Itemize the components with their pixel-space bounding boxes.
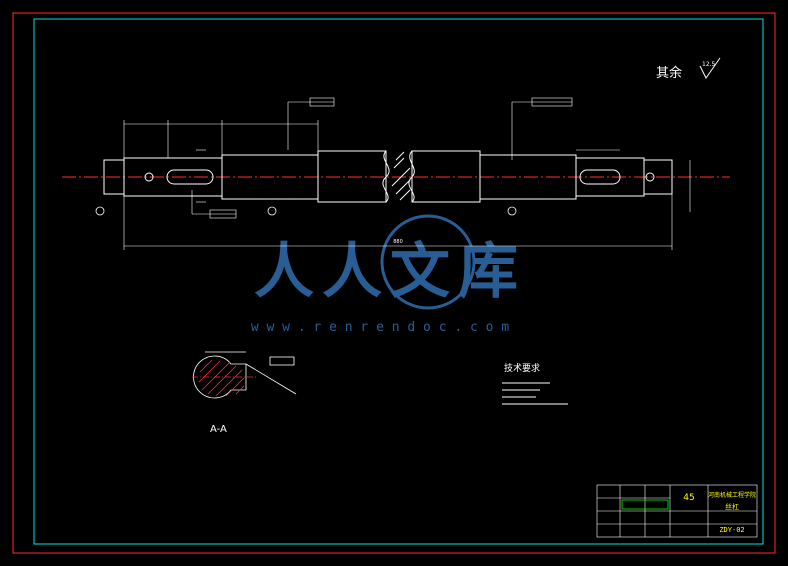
break-left	[382, 150, 390, 203]
tech-title: 技术要求	[504, 362, 540, 374]
section-label: A-A	[210, 424, 227, 435]
roughness-symbol	[699, 57, 721, 79]
section-shape	[193, 355, 247, 399]
outer-frame	[12, 12, 776, 554]
title-green-cell	[621, 499, 669, 510]
tolerance-frames	[209, 97, 573, 219]
title-drawing-no: ZDY-02	[719, 526, 744, 534]
watermark-url: w w w . r e n r e n d o c . c o m	[251, 320, 509, 335]
section-hatch	[198, 359, 245, 397]
title-material: 45	[683, 493, 694, 503]
center-hole-left	[144, 172, 154, 182]
section-leader	[245, 363, 297, 395]
section-view	[192, 351, 297, 399]
keyway-right	[579, 169, 621, 185]
center-hole-right	[645, 172, 655, 182]
tol-frame-2	[531, 97, 573, 107]
title-part-name: 丝杠	[725, 502, 739, 511]
datum-c	[507, 206, 517, 216]
keyway-left	[166, 169, 214, 185]
watermark-circle	[380, 214, 476, 310]
watermark: 人人文库 w w w . r e n r e n d o c . c o m	[251, 214, 526, 335]
watermark-logo-text: 人人文库	[254, 237, 526, 307]
tech-lines	[502, 382, 568, 405]
overall-length-label: 880	[393, 239, 403, 245]
break-hatch	[391, 151, 411, 201]
title-block	[596, 484, 758, 538]
datum-a	[95, 206, 105, 216]
roughness-note: 其余	[656, 65, 682, 81]
dimension-lines	[123, 101, 691, 250]
datum-b	[267, 206, 277, 216]
section-tol-frame	[269, 356, 295, 366]
shaft-step-8	[643, 159, 673, 195]
shaft-outline	[103, 150, 673, 203]
datum-markers	[95, 206, 517, 216]
tol-frame-3	[209, 209, 237, 219]
roughness-value: 12.5	[702, 61, 716, 68]
tol-frame-1	[309, 97, 335, 107]
title-school: 河南机械工程学院	[708, 491, 756, 499]
inner-frame	[33, 18, 764, 545]
